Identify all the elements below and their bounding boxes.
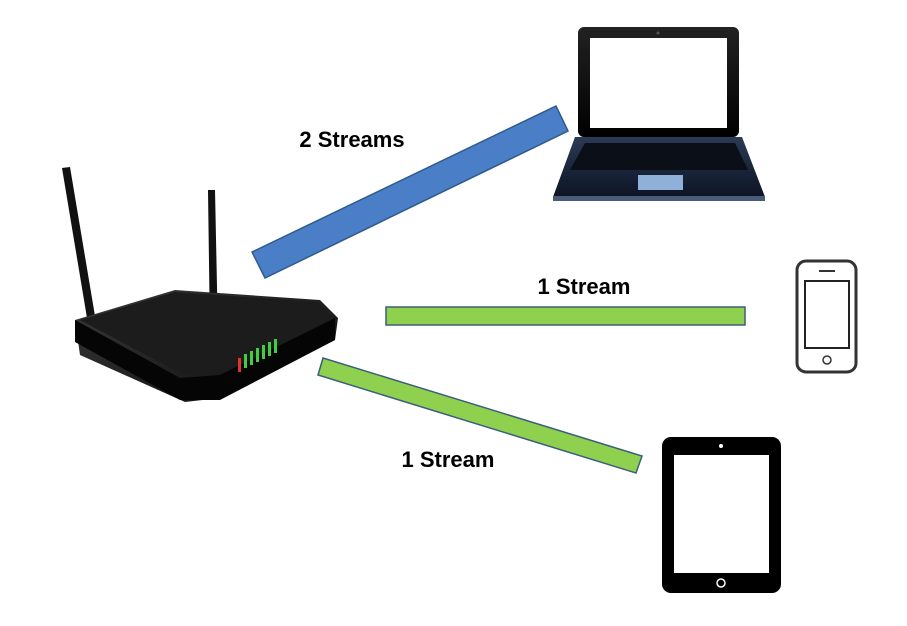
stream-bar-phone [385,306,746,326]
stream-bar-tablet [317,357,643,474]
stream-bar-laptop [250,104,569,279]
phone-icon [795,259,858,374]
stream-label-laptop: 2 Streams [299,127,405,152]
tablet-icon [662,437,781,593]
router-icon [62,167,338,402]
router-status-leds [238,339,277,372]
stream-label-tablet: 1 Stream [401,447,495,472]
stream-label-phone: 1 Stream [537,274,631,299]
laptop-icon [553,27,765,201]
